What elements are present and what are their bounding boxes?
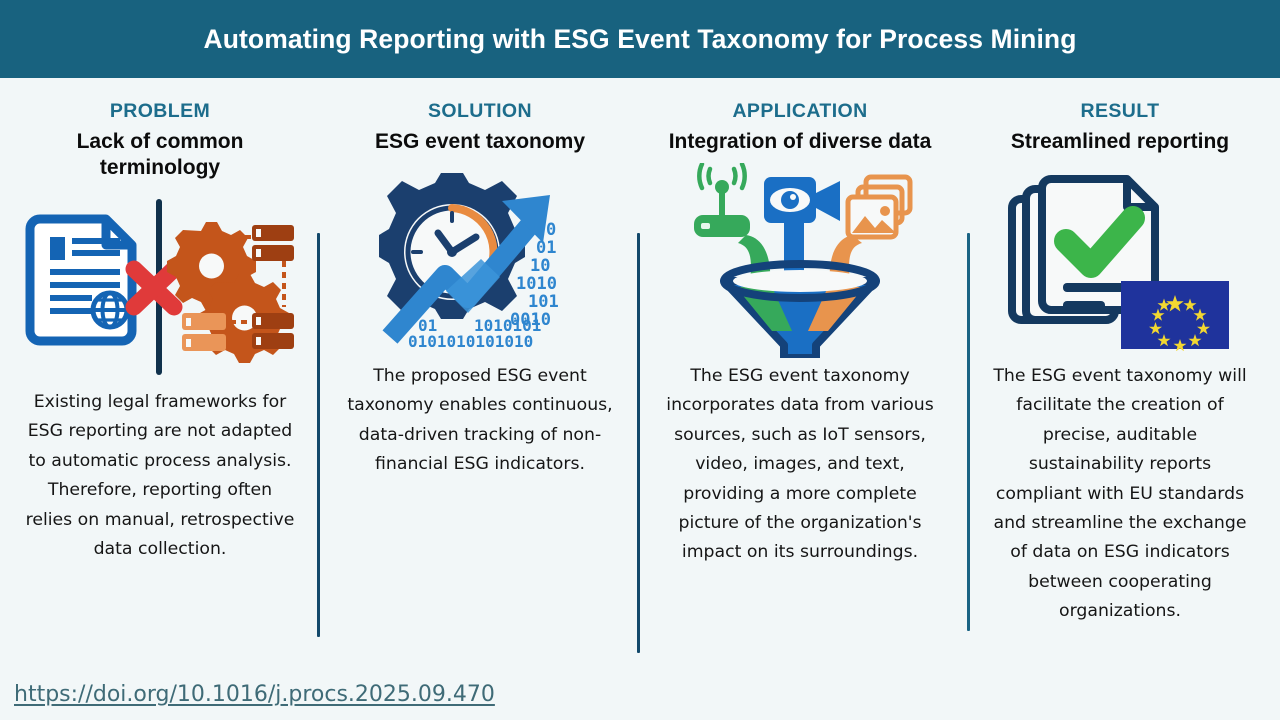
column-headline-application: Integration of diverse data (668, 130, 932, 153)
document-x-gears-database-icon (25, 198, 294, 375)
column-divider-2 (637, 233, 640, 653)
column-problem: PROBLEM Lack of common terminology (0, 78, 320, 678)
page-title: Automating Reporting with ESG Event Taxo… (203, 23, 1077, 54)
illustration-gear-clock-arrow-binary: 0 01 10 1010 101 0010 01 1010101 0101010… (335, 163, 625, 358)
svg-text:0101010101010: 0101010101010 (408, 332, 533, 351)
svg-text:1010101: 1010101 (474, 316, 541, 335)
column-body-problem: Existing legal frameworks for ESG report… (25, 392, 295, 560)
column-divider-3 (967, 233, 970, 631)
column-headline-result: Streamlined reporting (1010, 130, 1230, 153)
svg-text:1010: 1010 (516, 274, 557, 294)
svg-text:10: 10 (530, 256, 550, 276)
illustration-document-check-eu (975, 163, 1265, 358)
column-kicker-solution: SOLUTION (428, 100, 532, 122)
column-application: APPLICATION Integration of diverse data (640, 78, 960, 678)
column-headline-problem: Lack of common terminology (76, 130, 244, 180)
column-divider-1 (317, 233, 320, 637)
column-result: RESULT Streamlined reporting (960, 78, 1280, 678)
iot-sensor-icon (694, 163, 750, 238)
page-header: Automating Reporting with ESG Event Taxo… (0, 0, 1280, 78)
illustration-funnel-data-sources (655, 163, 945, 359)
document-checkmark-eu-flag-icon (1008, 174, 1229, 351)
funnel-iot-video-images-icon (694, 163, 913, 359)
columns-container: PROBLEM Lack of common terminology (0, 78, 1280, 678)
video-camera-eye-icon (764, 177, 840, 224)
gear-clock-growth-arrow-binary-icon: 0 01 10 1010 101 0010 01 1010101 0101010… (379, 172, 559, 351)
svg-text:101: 101 (528, 292, 559, 312)
column-body-application: The ESG event taxonomy incorporates data… (666, 366, 934, 563)
illustration-document-x-gears (15, 189, 305, 384)
column-headline-solution: ESG event taxonomy (374, 130, 586, 153)
svg-text:0: 0 (546, 220, 556, 240)
column-body-result: The ESG event taxonomy will facilitate t… (993, 366, 1247, 622)
column-kicker-problem: PROBLEM (109, 100, 211, 122)
svg-text:01: 01 (536, 238, 556, 258)
eu-flag-icon (1121, 280, 1229, 351)
svg-text:01: 01 (418, 316, 437, 335)
images-stack-icon (845, 174, 913, 240)
column-solution: SOLUTION ESG event taxonomy (320, 78, 640, 678)
column-body-solution: The proposed ESG event taxonomy enables … (347, 366, 613, 475)
column-kicker-application: APPLICATION (732, 100, 868, 122)
column-kicker-result: RESULT (1080, 100, 1160, 122)
doi-link[interactable]: https://doi.org/10.1016/j.procs.2025.09.… (14, 682, 495, 707)
svg-text:0010: 0010 (510, 310, 551, 330)
